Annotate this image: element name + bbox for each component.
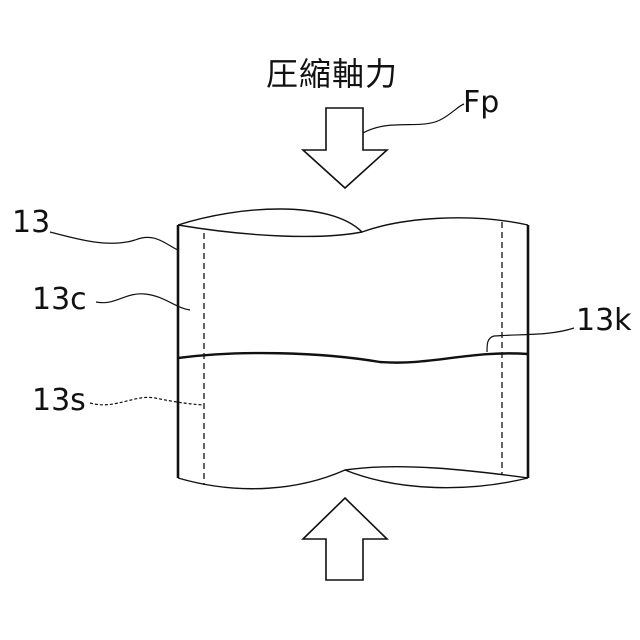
bottom-break-edge bbox=[178, 467, 528, 489]
leader-13c bbox=[96, 294, 190, 310]
top-force-arrow bbox=[303, 108, 387, 188]
bottom-force-arrow bbox=[303, 498, 387, 580]
bottom-break-edge-back bbox=[345, 470, 528, 488]
core-label: 13c bbox=[32, 285, 87, 315]
force-label: Fp bbox=[463, 88, 499, 118]
seam-label: 13s bbox=[32, 386, 86, 416]
crease-label: 13k bbox=[576, 306, 632, 336]
top-break-edge bbox=[178, 209, 528, 232]
top-break-edge-back bbox=[178, 225, 362, 236]
leader-13 bbox=[50, 232, 178, 250]
figure-title: 圧縮軸力 bbox=[266, 58, 398, 90]
leader-13k bbox=[487, 328, 574, 352]
leader-13s bbox=[90, 397, 204, 405]
crease-line bbox=[178, 353, 528, 363]
leader-fp bbox=[363, 104, 464, 133]
body-label: 13 bbox=[12, 208, 50, 238]
